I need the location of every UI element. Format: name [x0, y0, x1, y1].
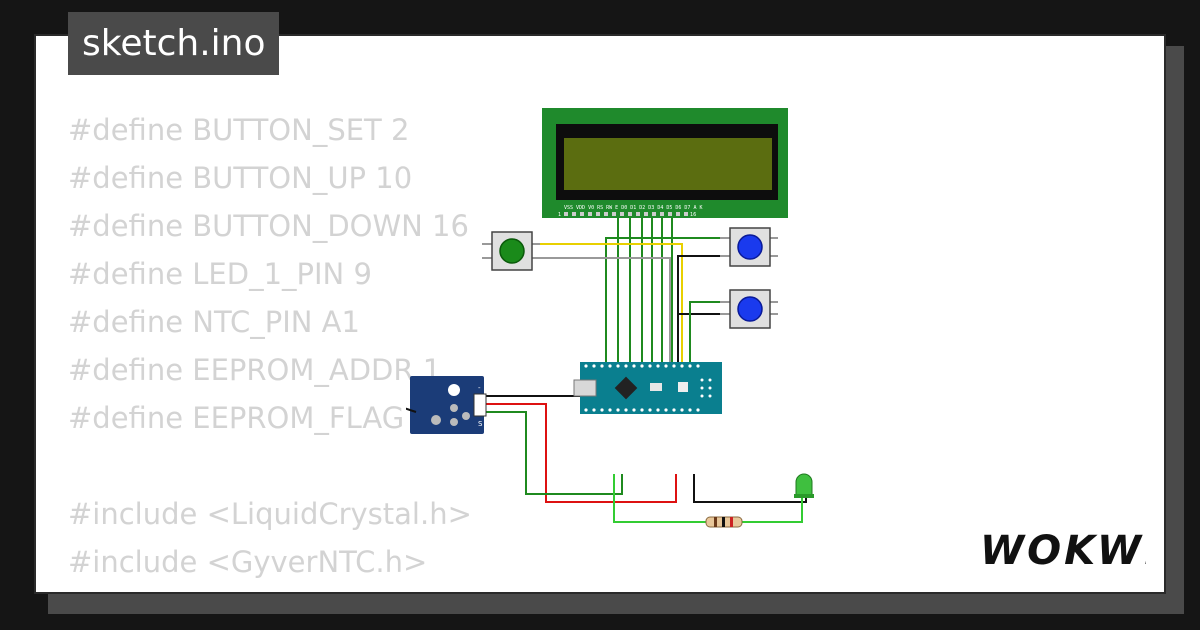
- wire-led-gnd: [693, 474, 807, 503]
- lcd-display: VSS VDD V0 RS RW E D0 D1 D2 D3 D4 D5 D6 …: [542, 108, 788, 218]
- wire-button-set-gray: [530, 257, 671, 366]
- pushbutton-blue-down: [720, 289, 778, 329]
- wire-button-up: [605, 237, 724, 366]
- nano-pin-row-top: [584, 364, 700, 368]
- lcd-screen: [564, 138, 772, 190]
- code-line: #define LED_1_PIN 9: [68, 257, 372, 291]
- wire-button-up-black: [677, 255, 730, 366]
- code-line: #define BUTTON_UP 10: [68, 161, 413, 195]
- code-line: #define BUTTON_SET 2: [68, 113, 410, 147]
- ntc-label-signal: S: [478, 420, 483, 428]
- circuit-diagram: VSS VDD V0 RS RW E D0 D1 D2 D3 D4 D5 D6 …: [406, 108, 814, 528]
- ntc-label-minus: -: [478, 384, 481, 392]
- project-card[interactable]: #define BUTTON_SET 2 #define BUTTON_UP 1…: [34, 34, 1166, 594]
- code-line: #define NTC_PIN A1: [68, 305, 360, 339]
- wire-button-down-green: [689, 301, 730, 366]
- pushbutton-blue-up: [720, 227, 778, 267]
- nano-icsp: [700, 378, 712, 398]
- filename-tab[interactable]: sketch.ino: [68, 12, 280, 75]
- code-line: #define EEPROM_FLAG: [68, 401, 405, 435]
- ntc-module: - S: [406, 376, 487, 434]
- code-line: #define EEPROM_ADDR 1: [68, 353, 442, 387]
- arduino-nano: [573, 362, 722, 414]
- wire-button-set-yellow: [530, 243, 683, 366]
- wokwi-logo[interactable]: WOKWi: [976, 526, 1146, 574]
- lcd-pin-labels: VSS VDD V0 RS RW E D0 D1 D2 D3 D4 D5 D6 …: [564, 205, 702, 211]
- nano-crystal: [650, 383, 662, 391]
- code-line: #include <GyverNTC.h>: [68, 545, 428, 579]
- resistor: [705, 516, 743, 528]
- lcd-pin-header: [564, 212, 688, 216]
- lcd-pin-number-1: 1: [558, 212, 561, 218]
- nano-usb-port: [573, 379, 597, 397]
- code-line: #include <LiquidCrystal.h>: [68, 497, 472, 531]
- pushbutton-green: [482, 231, 540, 271]
- wire-ntc-vcc: [486, 403, 677, 503]
- wire-led-resistor: [613, 474, 706, 523]
- nano-reset: [678, 382, 688, 392]
- led-green: [794, 473, 814, 498]
- logo-text: WOKWi: [980, 528, 1146, 574]
- code-preview: #define BUTTON_SET 2 #define BUTTON_UP 1…: [68, 106, 472, 592]
- ntc-board: [410, 376, 484, 434]
- lcd-pin-number-16: 16: [690, 212, 696, 218]
- code-line: #define BUTTON_DOWN 16: [68, 209, 469, 243]
- wire-resistor-led: [742, 496, 803, 523]
- wire-ntc-signal: [486, 411, 623, 495]
- code-line: #include <EEPROM.h>: [68, 586, 472, 592]
- nano-pin-row-bottom: [584, 408, 700, 412]
